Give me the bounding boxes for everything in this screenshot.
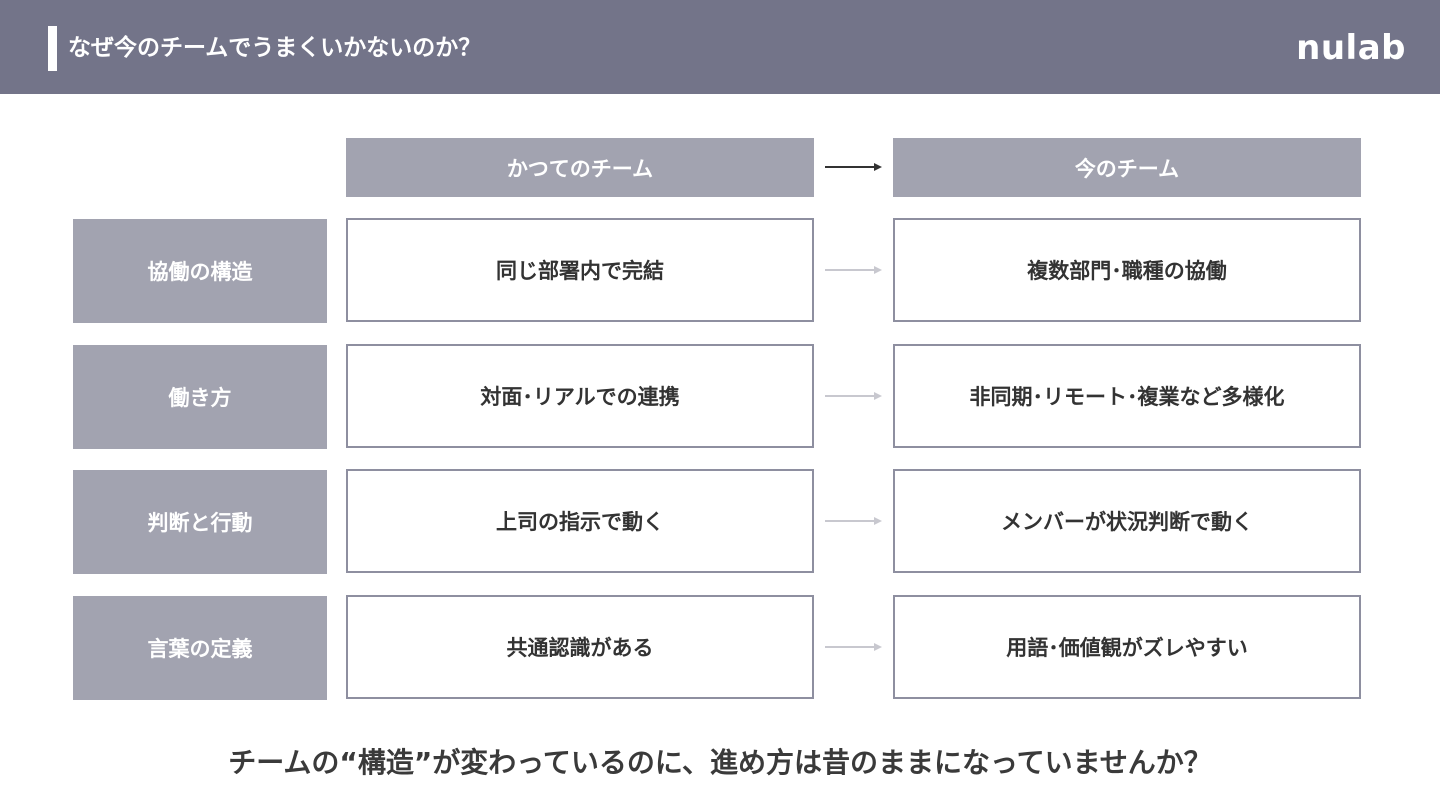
cell-before-work-style: 対面･リアルでの連携 <box>346 344 814 448</box>
header-bar: なぜ今のチームでうまくいかないのか？ nulab <box>0 0 1440 94</box>
row-label-collaboration-structure: 協働の構造 <box>73 219 327 323</box>
arrow-right-icon <box>825 392 882 400</box>
row-label-judgment-action: 判断と行動 <box>73 470 327 574</box>
footer-question: チームの“構造”が変わっているのに、進め方は昔のままになっていませんか？ <box>228 746 1212 779</box>
cell-before-judgment-action: 上司の指示で動く <box>346 469 814 573</box>
cell-after-word-definition: 用語･価値観がズレやすい <box>893 595 1361 699</box>
row-label-work-style: 働き方 <box>73 345 327 449</box>
arrow-right-icon <box>825 163 882 171</box>
nulab-logo: nulab <box>1296 28 1406 68</box>
title-accent-bar <box>48 26 57 71</box>
page-title: なぜ今のチームでうまくいかないのか？ <box>68 35 482 61</box>
arrow-right-icon <box>825 643 882 651</box>
column-header-before: かつてのチーム <box>346 138 814 197</box>
column-header-after: 今のチーム <box>893 138 1361 197</box>
cell-before-word-definition: 共通認識がある <box>346 595 814 699</box>
cell-before-collaboration-structure: 同じ部署内で完結 <box>346 218 814 322</box>
cell-after-collaboration-structure: 複数部門･職種の協働 <box>893 218 1361 322</box>
arrow-right-icon <box>825 517 882 525</box>
arrow-right-icon <box>825 266 882 274</box>
cell-after-judgment-action: メンバーが状況判断で動く <box>893 469 1361 573</box>
cell-after-work-style: 非同期･リモート･複業など多様化 <box>893 344 1361 448</box>
row-label-word-definition: 言葉の定義 <box>73 596 327 700</box>
